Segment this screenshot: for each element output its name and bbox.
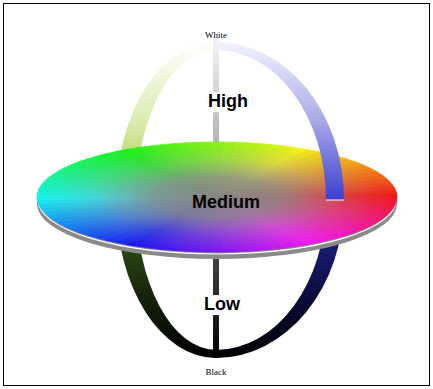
frame	[4, 4, 430, 386]
disc-edge	[326, 200, 344, 201]
level-label: High	[206, 92, 250, 112]
level-label: Low	[202, 295, 242, 315]
pole-label: Black	[206, 368, 227, 378]
meridian-band	[216, 42, 344, 200]
level-label: Medium	[192, 193, 260, 213]
pole-label: White	[205, 31, 227, 41]
